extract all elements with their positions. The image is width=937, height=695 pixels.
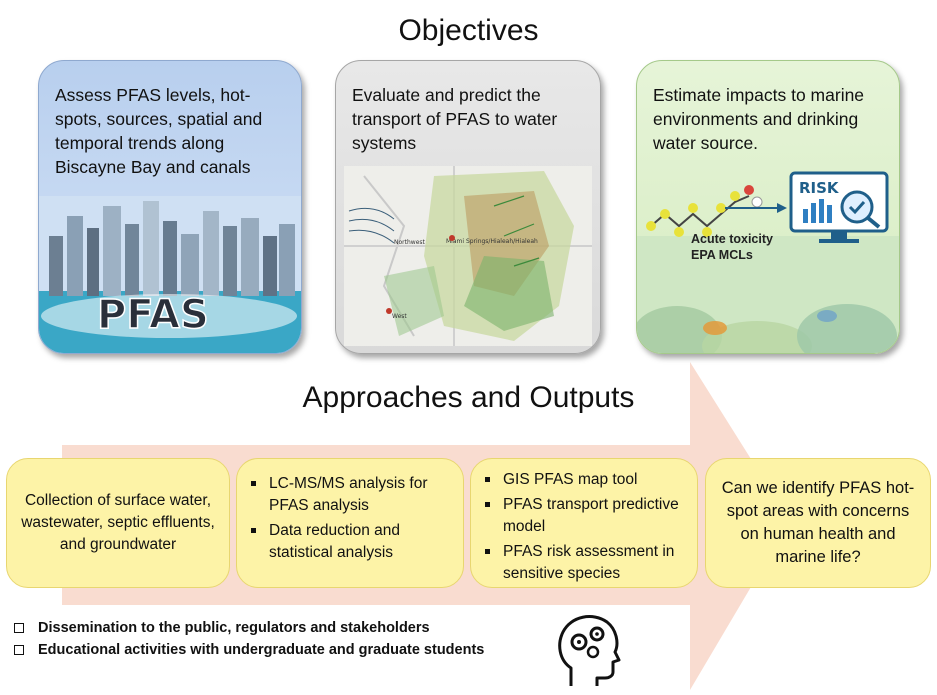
pfas-logo-text: PFAS	[97, 292, 209, 338]
objective-3-text: Estimate impacts to marine environments …	[653, 85, 865, 153]
map-label-springs: Miami Springs/Hialeah/Hialeah	[446, 238, 538, 245]
pfas-transport-map-image: Northwest Miami Springs/Hialeah/Hialeah …	[344, 166, 592, 346]
bullet-icon	[485, 549, 490, 554]
bottom-item-education: Educational activities with undergraduat…	[14, 642, 484, 658]
head-gears-icon	[558, 615, 621, 686]
acute-toxicity-label: Acute toxicity EPA MCLs	[691, 231, 773, 263]
output-item-2: PFAS transport predictive model	[503, 496, 679, 535]
reef-background-image	[637, 236, 899, 353]
output-item-3: PFAS risk assessment in sensitive specie…	[503, 543, 675, 582]
miami-skyline-image: PFAS	[39, 196, 301, 353]
approaches-title: Approaches and Outputs	[302, 381, 635, 414]
list-item: LC-MS/MS analysis for PFAS analysis	[247, 473, 453, 517]
objectives-title: Objectives	[398, 14, 539, 47]
map-label-northwest: Northwest	[394, 239, 426, 246]
list-item: GIS PFAS map tool	[481, 469, 687, 491]
checkbox-icon	[14, 623, 24, 633]
objective-card-1: Assess PFAS levels, hot-spots, sources, …	[38, 60, 302, 354]
arrow-to-risk-icon	[725, 203, 787, 213]
pfas-molecule-icon	[646, 185, 763, 237]
collection-text: Collection of surface water, wastewater,…	[21, 492, 215, 553]
research-question-box: Can we identify PFAS hot-spot areas with…	[705, 458, 931, 588]
list-item: PFAS transport predictive model	[481, 494, 687, 538]
objective-card-2: Evaluate and predict the transport of PF…	[335, 60, 601, 354]
approach-box-analysis: LC-MS/MS analysis for PFAS analysis Data…	[236, 458, 464, 588]
objective-1-text: Assess PFAS levels, hot-spots, sources, …	[55, 85, 263, 177]
bullet-icon	[485, 477, 490, 482]
bullet-icon	[251, 528, 256, 533]
risk-label: RISK	[799, 179, 840, 197]
bullet-icon	[251, 481, 256, 486]
output-item-1: GIS PFAS map tool	[503, 471, 638, 488]
analysis-item-2: Data reduction and statistical analysis	[269, 522, 400, 561]
objective-2-text: Evaluate and predict the transport of PF…	[352, 85, 558, 153]
education-text: Educational activities with undergraduat…	[38, 642, 485, 658]
risk-monitor-icon: RISK	[789, 171, 889, 245]
research-question-text: Can we identify PFAS hot-spot areas with…	[721, 479, 915, 566]
map-label-west: West	[392, 313, 407, 320]
approach-box-outputs: GIS PFAS map tool PFAS transport predict…	[470, 458, 698, 588]
checkbox-icon	[14, 645, 24, 655]
approach-box-collection: Collection of surface water, wastewater,…	[6, 458, 230, 588]
bottom-item-dissemination: Dissemination to the public, regulators …	[14, 620, 430, 636]
analysis-item-1: LC-MS/MS analysis for PFAS analysis	[269, 475, 428, 514]
objective-card-3: Estimate impacts to marine environments …	[636, 60, 900, 354]
bullet-icon	[485, 502, 490, 507]
dissemination-text: Dissemination to the public, regulators …	[38, 620, 430, 636]
toxicity-line-1: Acute toxicity	[691, 232, 773, 246]
list-item: PFAS risk assessment in sensitive specie…	[481, 541, 687, 585]
toxicity-line-2: EPA MCLs	[691, 248, 753, 262]
list-item: Data reduction and statistical analysis	[247, 520, 453, 564]
